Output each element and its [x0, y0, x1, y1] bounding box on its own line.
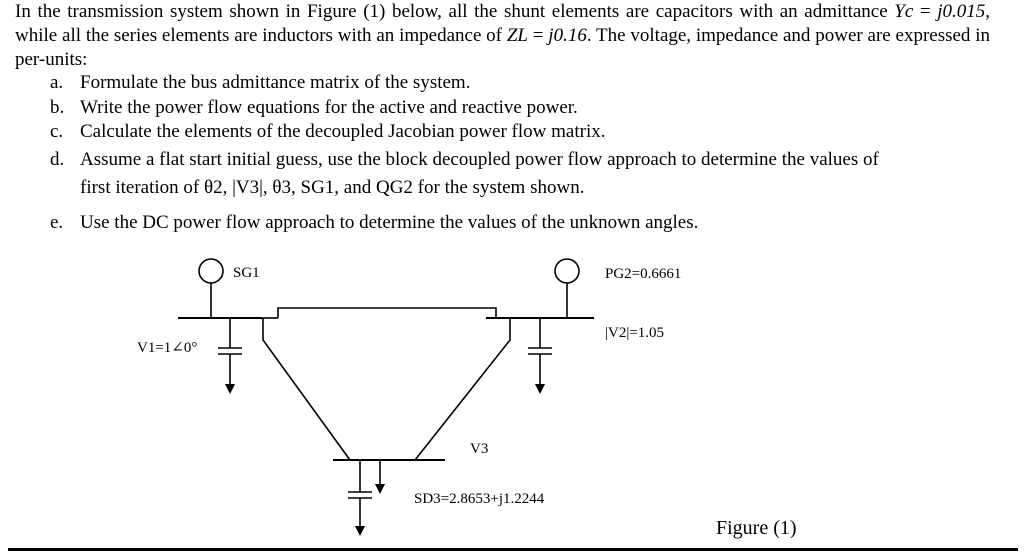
- v3-label: V3: [470, 441, 488, 457]
- generator-2-icon: [554, 258, 580, 284]
- bus-2-ground-arrow-icon: [535, 384, 545, 394]
- line-2-3: [414, 318, 511, 461]
- sd3-label: SD3=2.8653+j1.2244: [414, 491, 545, 507]
- bottom-divider: [8, 548, 1018, 551]
- sg1-label: SG1: [233, 265, 260, 281]
- v1-label: V1=1∠0°: [137, 340, 197, 356]
- bus-3-ground-arrow-icon: [355, 526, 365, 536]
- problem-intro: In the transmission system shown in Figu…: [15, 0, 990, 72]
- bus-1-ground-arrow-icon: [225, 384, 235, 394]
- list-text: Calculate the elements of the decoupled …: [80, 121, 606, 142]
- list-text: Use the DC power flow approach to determ…: [80, 212, 699, 233]
- yc-value: j0.015: [937, 1, 986, 22]
- list-label: b.: [50, 97, 65, 118]
- list-label: d.: [50, 149, 65, 170]
- list-text-line2: first iteration of θ2, |V3|, θ3, SG1, an…: [80, 177, 585, 198]
- intro-line1-eq: =: [913, 1, 931, 22]
- bus-3-load-arrow-icon: [375, 484, 385, 494]
- list-label: e.: [50, 212, 64, 233]
- line-1-2: [277, 307, 497, 318]
- intro-line3-text: power are expressed in per-units:: [15, 25, 991, 70]
- intro-line2-text: , while all the series elements are indu…: [15, 1, 991, 46]
- yc-symbol: Yc: [894, 1, 914, 22]
- zl-symbol: ZL: [506, 25, 528, 46]
- pg2-label: PG2=0.6661: [605, 266, 681, 282]
- list-text-line1: Assume a flat start initial guess, use t…: [80, 149, 879, 170]
- list-text: Write the power flow equations for the a…: [80, 97, 578, 118]
- list-label: a.: [50, 72, 64, 93]
- v2-label: |V2|=1.05: [605, 325, 664, 341]
- figure-caption: Figure (1): [716, 517, 797, 539]
- intro-line2-end: . The voltage, impedance and: [586, 25, 811, 46]
- zl-value: j0.16: [548, 25, 587, 46]
- line-1-3: [262, 318, 351, 461]
- intro-line2-eq: =: [527, 25, 549, 46]
- list-label: c.: [50, 121, 64, 142]
- generator-1-icon: [198, 258, 224, 284]
- list-text: Formulate the bus admittance matrix of t…: [80, 72, 471, 93]
- intro-line1-text: In the transmission system shown in Figu…: [15, 1, 895, 22]
